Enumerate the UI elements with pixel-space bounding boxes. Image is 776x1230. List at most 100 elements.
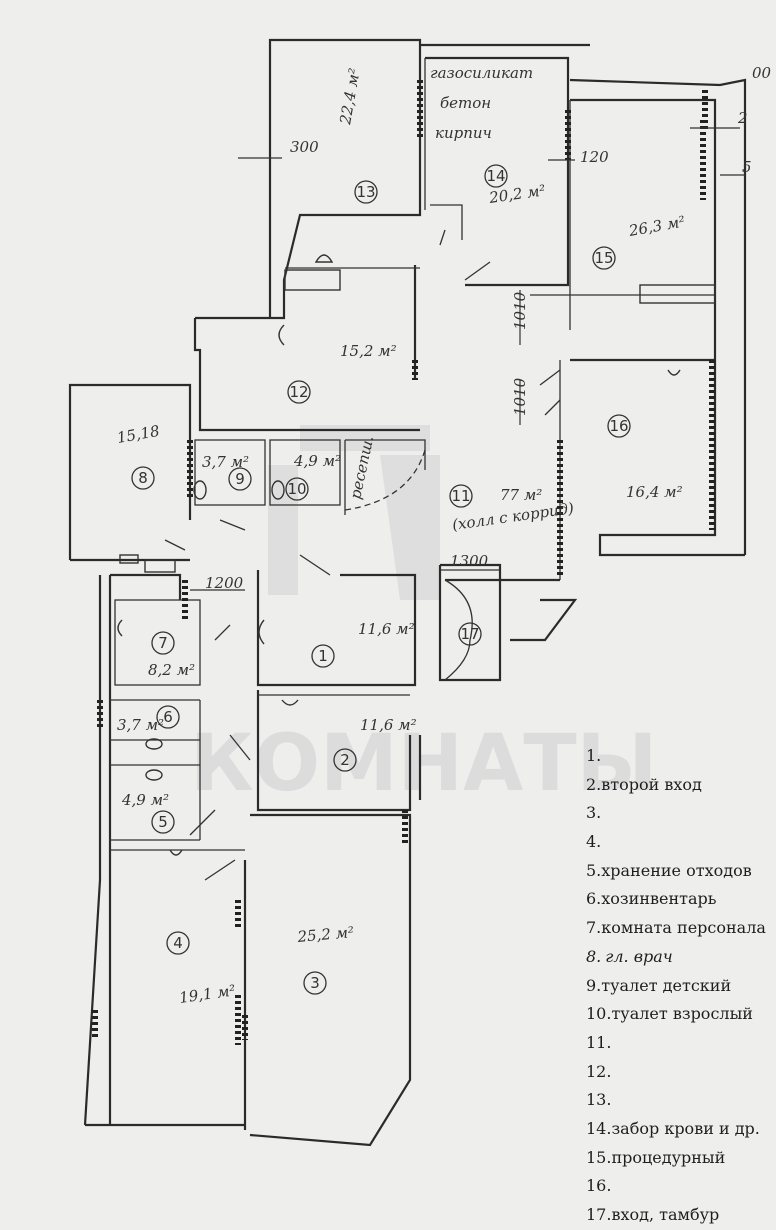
room-15-circle [592, 246, 616, 270]
legend-number: 6. [586, 889, 602, 909]
legend-item: 7.комната персонала [586, 914, 776, 943]
room-9-circle [228, 467, 252, 491]
dim-5: 5 [742, 158, 752, 176]
legend-label: хозинвентарь [601, 889, 717, 909]
legend-label: процедурный [611, 1147, 726, 1167]
dim-1010-upper: 1010 [511, 291, 529, 330]
room-2-area: 11,6 м² [360, 716, 417, 734]
room-legend: 1. 2.второй вход 3. 4. 5.хранение отходов 6.х… [586, 742, 776, 1230]
legend-number: 1. [586, 746, 602, 765]
legend-number: 9. [586, 975, 602, 995]
legend-number: 14. [586, 1118, 612, 1138]
legend-number: 11. [586, 1032, 612, 1052]
legend-label: забор крови и др. [611, 1118, 760, 1138]
legend-label: комната персонала [601, 918, 766, 938]
room-14-number: 14 [486, 167, 505, 185]
room-14-area: 20,2 м² [487, 181, 547, 207]
legend-item: 11. [586, 1029, 776, 1058]
legend-item: 15.процедурный [586, 1144, 776, 1173]
material-beton: бетон [440, 94, 491, 112]
room-numbers: 1 2 3 4 5 6 7 8 9 10 11 12 13 14 15 16 1… [138, 167, 628, 992]
room-11-circle [449, 484, 473, 508]
legend-number: 4. [586, 832, 602, 852]
legend-item: 9.туалет детский [586, 972, 776, 1001]
room-10-area: 4,9 м² [293, 452, 341, 470]
dim-1010-lower: 1010 [511, 377, 529, 416]
room-11-number: 11 [451, 487, 470, 505]
room-13-number: 13 [356, 183, 375, 201]
doors [164, 229, 561, 881]
legend-item: 4. [586, 828, 776, 857]
legend-number: 2. [586, 774, 602, 794]
room-14-circle [484, 164, 508, 188]
legend-item: 16. [586, 1172, 776, 1201]
legend-number: 5. [586, 860, 602, 880]
floor-plan: КОМНАТЫ [68, 38, 772, 1147]
room-3-area: 25,2 м² [296, 923, 355, 946]
room-9-number: 9 [235, 470, 245, 488]
room-12-area: 15,2 м² [340, 342, 397, 360]
room-8-circle [131, 466, 155, 490]
legend-item: 10.туалет взрослый [586, 1000, 776, 1029]
room-1-circle [311, 644, 335, 668]
material-gazosilikat: газосиликат [430, 64, 533, 82]
legend-number: 7. [586, 918, 602, 938]
room-12-number: 12 [289, 383, 308, 401]
room-8-area: 15,18 [116, 422, 161, 447]
room-13-circle [354, 180, 378, 204]
legend-label: второй вход [601, 774, 702, 794]
legend-item: 8.гл. врач [586, 943, 776, 972]
legend-item: 14.забор крови и др. [586, 1115, 776, 1144]
room-13-area: 22,4 м² [336, 67, 364, 127]
room-16-area: 16,4 м² [626, 483, 683, 501]
room-5-number: 5 [158, 813, 168, 831]
room-7-area: 8,2 м² [148, 661, 195, 679]
legend-item: 3. [586, 799, 776, 828]
legend-item: 17.вход, тамбур [586, 1201, 776, 1230]
legend-number: 10. [586, 1004, 612, 1024]
fixtures [117, 254, 716, 856]
room-11-area: 77 м² [500, 486, 542, 504]
room-9-area: 3,7 м² [202, 453, 249, 471]
room-areas: 11,6 м² 11,6 м² 25,2 м² 19,1 м² 4,9 м² 3… [116, 67, 687, 1007]
room-15-number: 15 [594, 249, 613, 267]
room-17-number: 17 [460, 625, 479, 643]
dim-2: 2 [737, 109, 748, 127]
room-3-circle [303, 971, 327, 995]
room-2-number: 2 [340, 751, 350, 769]
legend-number: 8. [586, 946, 602, 966]
dim-1200: 1200 [205, 574, 244, 592]
material-kirpich: кирпич [435, 124, 492, 142]
room-1-number: 1 [318, 647, 328, 665]
legend-number: 13. [586, 1090, 612, 1110]
room-4-area: 19,1 м² [178, 981, 237, 1007]
legend-item: 2.второй вход [586, 771, 776, 800]
legend-label: гл. врач [605, 946, 673, 966]
room-6-area: 3,7 м² [117, 716, 164, 734]
room-1-area: 11,6 м² [358, 620, 415, 638]
legend-number: 16. [586, 1176, 612, 1196]
room-6-number: 6 [163, 708, 173, 726]
dimension-lines [190, 127, 745, 591]
room-4-number: 4 [173, 934, 183, 952]
watermark-text: КОМНАТЫ [190, 719, 657, 809]
brick-walls [92, 80, 715, 1045]
legend-number: 3. [586, 803, 602, 823]
legend-item: 5.хранение отходов [586, 857, 776, 886]
legend-number: 15. [586, 1147, 612, 1167]
room-markers [131, 164, 631, 995]
room-7-circle [151, 631, 175, 655]
room-17-circle [458, 622, 482, 646]
room-15-area: 26,3 м² [627, 212, 687, 240]
legend-number: 12. [586, 1061, 612, 1081]
dim-120: 120 [580, 148, 609, 166]
room-16-circle [607, 414, 631, 438]
room-3-number: 3 [310, 974, 320, 992]
room-8-number: 8 [138, 469, 148, 487]
room-5-area: 4,9 м² [121, 791, 169, 809]
legend-item: 13. [586, 1086, 776, 1115]
legend-item: 1. [586, 742, 776, 771]
room-10-circle [285, 477, 309, 501]
corner-text: 00 [752, 64, 772, 82]
legend-label: туалет детский [601, 975, 732, 995]
